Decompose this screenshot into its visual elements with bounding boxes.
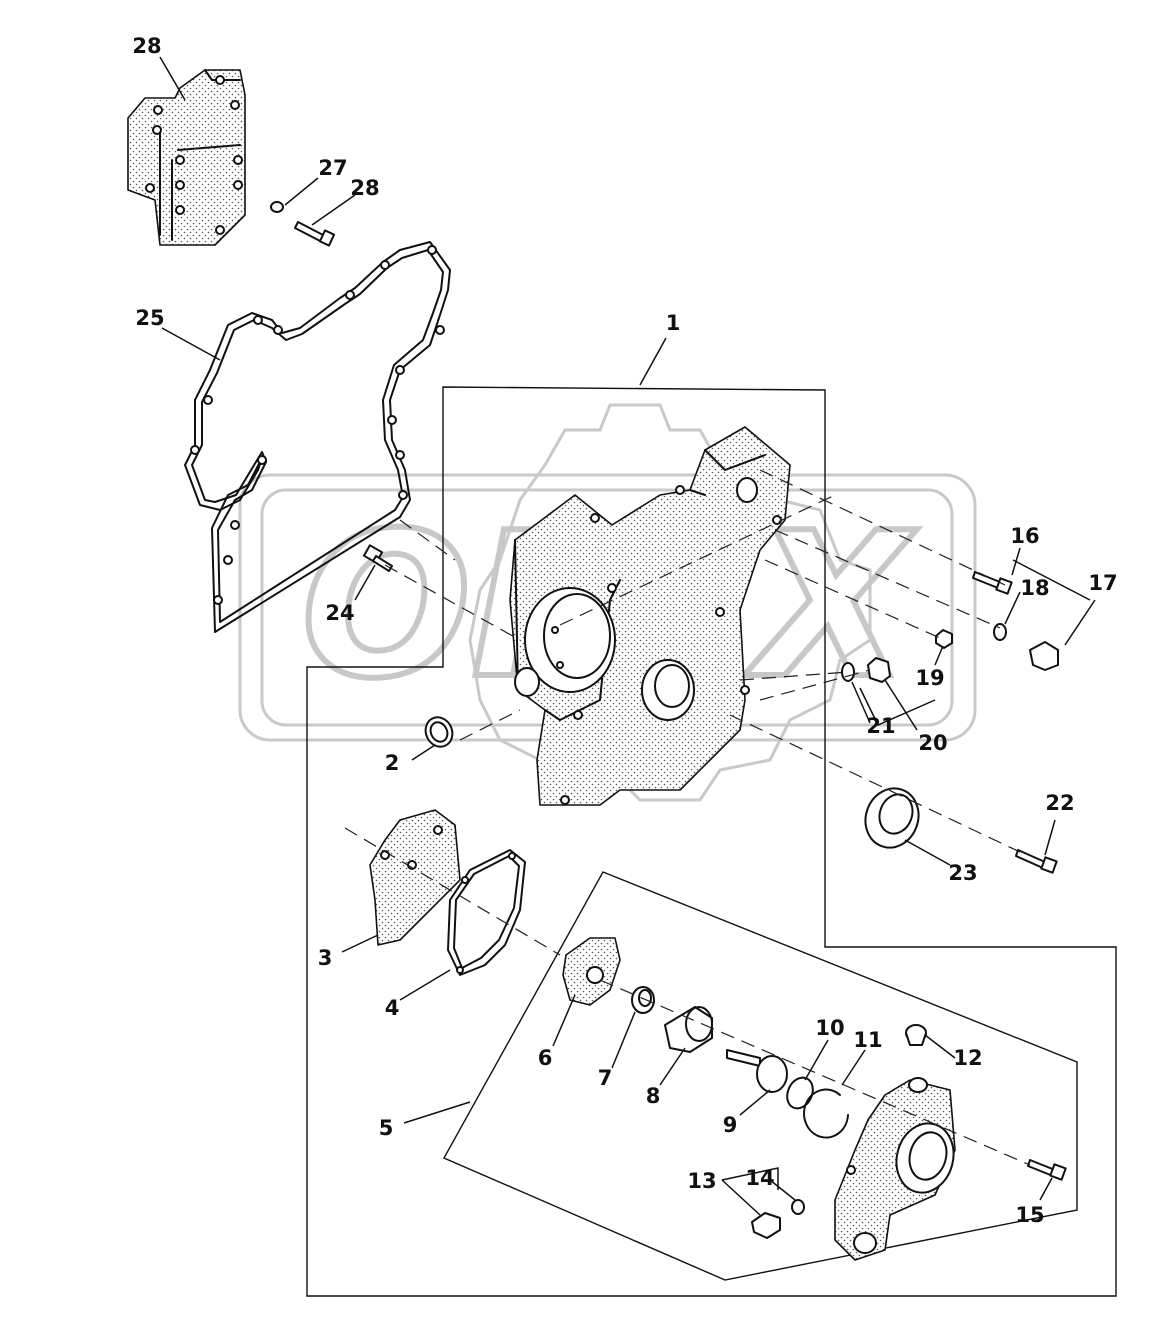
callout-20: 20 [918, 731, 947, 755]
part-28-bolt [294, 221, 336, 247]
callout-14: 14 [745, 1166, 774, 1190]
part-6-impeller [562, 937, 621, 1006]
callout-25: 25 [135, 306, 164, 330]
callout-7: 7 [598, 1066, 613, 1090]
callout-13: 13 [687, 1169, 716, 1193]
part-12-plug [905, 1024, 927, 1046]
part-14-ring [791, 1199, 805, 1215]
part-28-housing [127, 69, 246, 246]
part-18-ring [993, 623, 1007, 641]
part-2-seal [424, 716, 454, 748]
part-25-gasket [184, 241, 451, 633]
part-13-plug [751, 1212, 781, 1239]
callout-24: 24 [325, 601, 354, 625]
callout-17: 17 [1088, 571, 1117, 595]
callout-22: 22 [1045, 791, 1074, 815]
callout-28: 28 [132, 34, 161, 58]
part-10-ring [786, 1076, 814, 1110]
callout-2: 2 [385, 751, 400, 775]
part-11-circlip [803, 1088, 849, 1139]
callout-16: 16 [1010, 524, 1039, 548]
callout-21: 21 [866, 714, 895, 738]
callout-27: 27 [318, 156, 347, 180]
callout-15: 15 [1015, 1203, 1044, 1227]
part-23-oil-seal [864, 787, 920, 849]
callout-labels: 28 27 28 25 1 16 18 17 19 21 20 22 23 24… [132, 34, 1117, 1227]
part-1-timing-cover [509, 426, 791, 806]
callout-8: 8 [646, 1084, 661, 1108]
callout-6: 6 [538, 1046, 553, 1070]
callout-11: 11 [853, 1028, 882, 1052]
callout-23: 23 [948, 861, 977, 885]
part-7-seal [631, 986, 655, 1014]
callout-10: 10 [815, 1016, 844, 1040]
part-27-washer [270, 201, 284, 213]
callout-3: 3 [318, 946, 333, 970]
assembly-5-outline [443, 871, 1078, 1281]
part-24-bolt [362, 544, 393, 572]
part-15-bolt [1027, 1159, 1067, 1181]
callout-9: 9 [723, 1113, 738, 1137]
part-20-plug [867, 657, 891, 683]
part-21-ring [841, 662, 855, 682]
part-8-bearing [664, 1006, 713, 1053]
part-9-shaft [726, 1049, 788, 1093]
part-5-pump-housing [834, 1077, 956, 1261]
part-17-plug [1029, 641, 1059, 671]
part-3-plate [369, 809, 461, 946]
callout-18: 18 [1020, 576, 1049, 600]
leader-lines [159, 56, 1096, 1216]
part-22-bolt [1015, 849, 1058, 874]
part-16-bolt [972, 571, 1013, 595]
part-19-nut [935, 629, 953, 649]
callout-5: 5 [379, 1116, 394, 1140]
callout-1: 1 [666, 311, 681, 335]
assembly-1-outline [306, 386, 1117, 1297]
callout-28: 28 [350, 176, 379, 200]
callout-12: 12 [953, 1046, 982, 1070]
callout-19: 19 [915, 666, 944, 690]
centerlines [344, 469, 1031, 1166]
callout-4: 4 [385, 996, 400, 1020]
